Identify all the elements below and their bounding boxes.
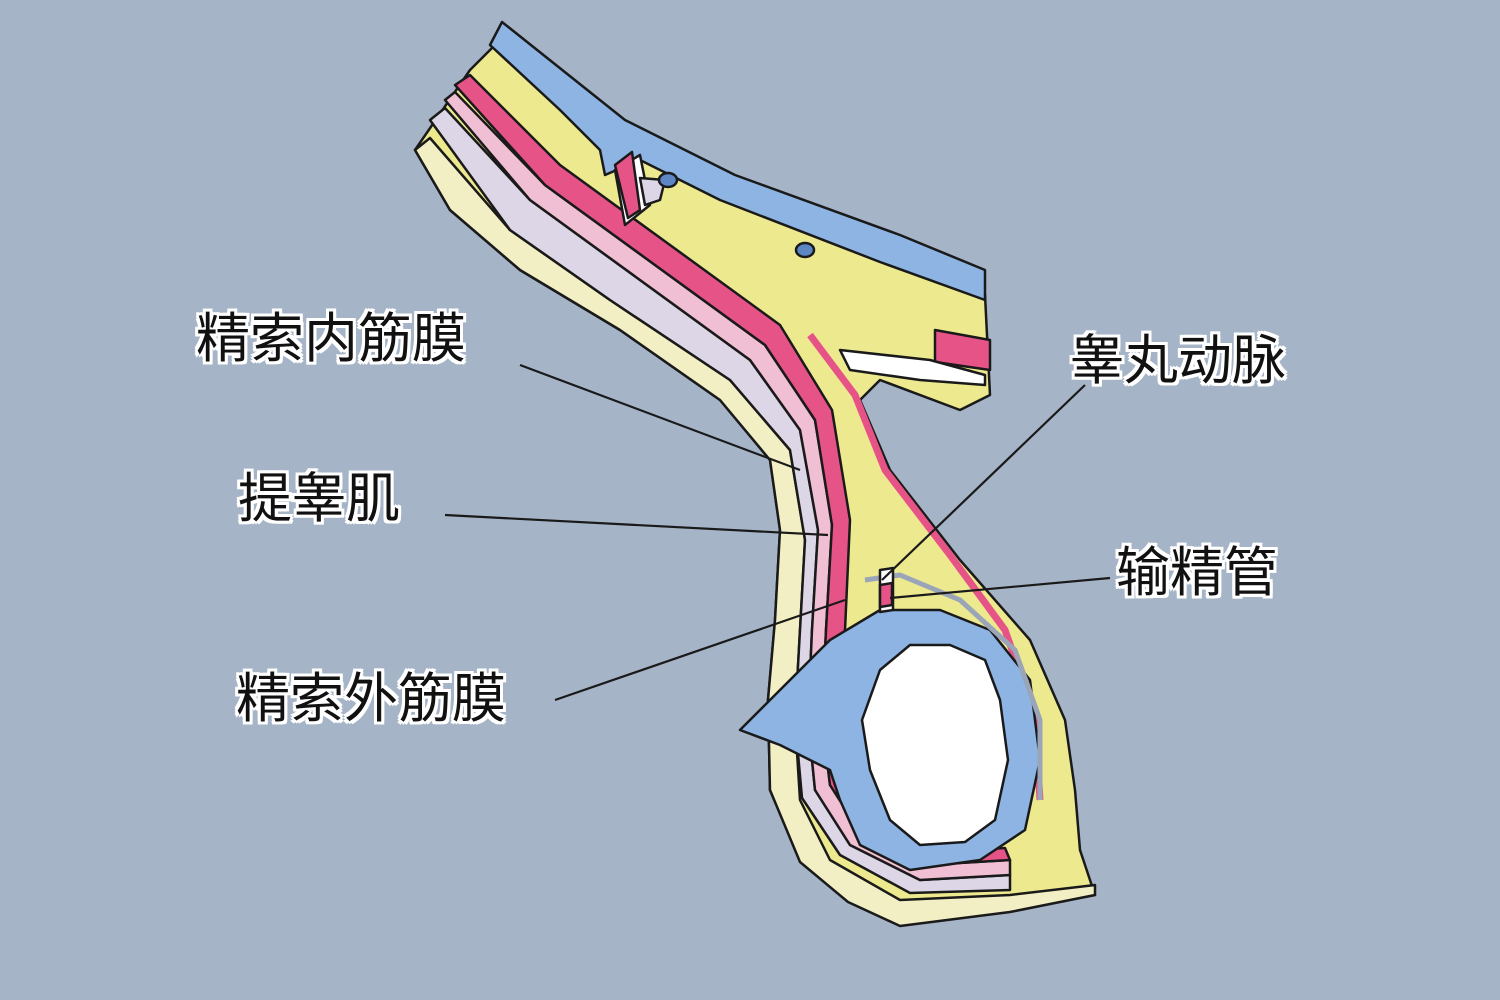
testis	[860, 643, 1010, 847]
label-cremaster: 提睾肌	[238, 467, 400, 530]
right-pink-patch	[933, 328, 992, 372]
right-white-band	[838, 348, 987, 387]
leader-cremaster	[444, 513, 829, 537]
leader-lines	[444, 363, 1111, 702]
vessel-dot-1	[657, 171, 679, 189]
pink-cremaster-layer	[453, 73, 1012, 867]
label-testicular-artery: 睾丸动脉	[1070, 329, 1286, 392]
internal-ring-lavender	[638, 176, 667, 207]
leader-testicular-artery	[881, 384, 1086, 581]
spermatic-cord-illustration	[413, 20, 1097, 928]
label-vas-deferens: 输精管	[1116, 541, 1278, 604]
internal-ring-pink	[613, 150, 642, 220]
upper-blue-layer	[488, 20, 987, 302]
vessel-dot-2	[794, 241, 816, 259]
leader-vas-deferens	[889, 576, 1111, 600]
leader-external-spermatic-fascia	[554, 598, 846, 702]
label-internal-spermatic-fascia: 精索内筋膜	[196, 307, 466, 370]
leader-internal-spermatic-fascia	[519, 363, 801, 472]
label-external-spermatic-fascia: 精索外筋膜	[236, 667, 506, 730]
testicular-artery-tube	[878, 581, 894, 609]
